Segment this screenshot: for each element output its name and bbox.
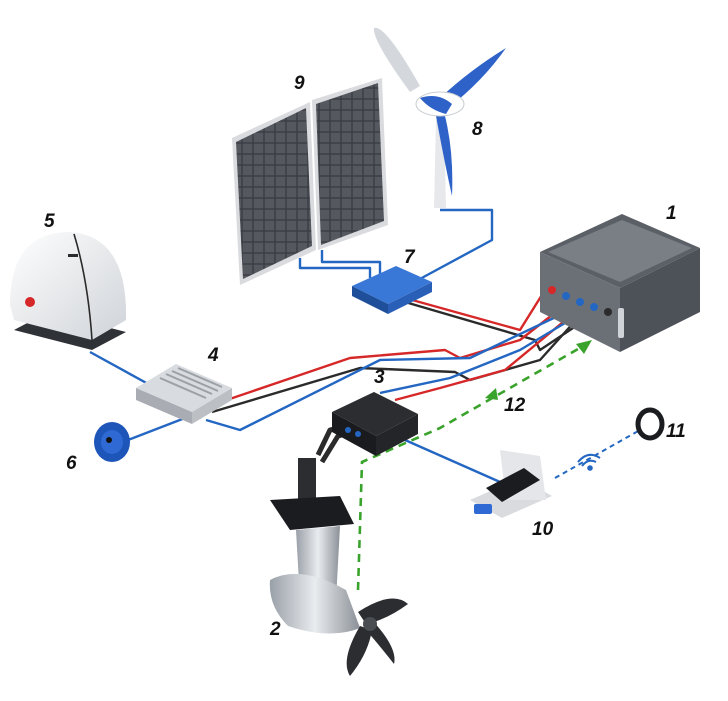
data-link-line (356, 343, 586, 591)
label-display: 10 (532, 519, 554, 540)
controller-battery-blue (379, 300, 601, 395)
label-solar-regulator: 7 (404, 247, 415, 268)
data-link-arrow (576, 340, 592, 354)
plug-charger-wire (127, 416, 186, 442)
charger (136, 364, 232, 424)
regulator-battery-black (404, 300, 601, 352)
label-motor: 2 (270, 619, 281, 640)
regulator-battery-red (404, 289, 547, 332)
charger-battery-black (211, 309, 586, 414)
charger-battery-red (211, 304, 566, 407)
panel-regulator-wire-2 (320, 250, 382, 278)
data-link-arrow-mid (485, 388, 498, 400)
label-battery: 1 (666, 203, 677, 224)
dome-charger-wire (89, 350, 151, 387)
motor (269, 458, 408, 676)
wifi-icon (577, 453, 601, 471)
label-satellite-dome: 5 (44, 211, 55, 232)
controller (332, 392, 418, 456)
label-controller: 3 (374, 367, 385, 388)
controller-battery-red (394, 307, 581, 402)
label-solar-panels: 9 (294, 73, 305, 94)
display-unit (470, 450, 552, 518)
panel-regulator-wire (298, 258, 372, 278)
wiring (89, 208, 601, 484)
battery (540, 214, 700, 352)
label-shore-plug: 6 (66, 453, 77, 474)
label-charger: 4 (208, 345, 219, 366)
satellite-dome (10, 232, 127, 350)
wifi-link-line (554, 429, 641, 479)
solar-regulator (352, 266, 432, 314)
turbine-regulator-wire (417, 208, 494, 282)
label-data-link: 12 (504, 395, 526, 416)
label-wristband: 11 (666, 421, 686, 442)
wristband (635, 407, 665, 441)
label-wind-turbine: 8 (472, 119, 483, 140)
shore-plug (94, 422, 130, 462)
solar-panels (232, 78, 388, 285)
wind-turbine (373, 27, 506, 208)
controller-display-wire (404, 438, 501, 484)
